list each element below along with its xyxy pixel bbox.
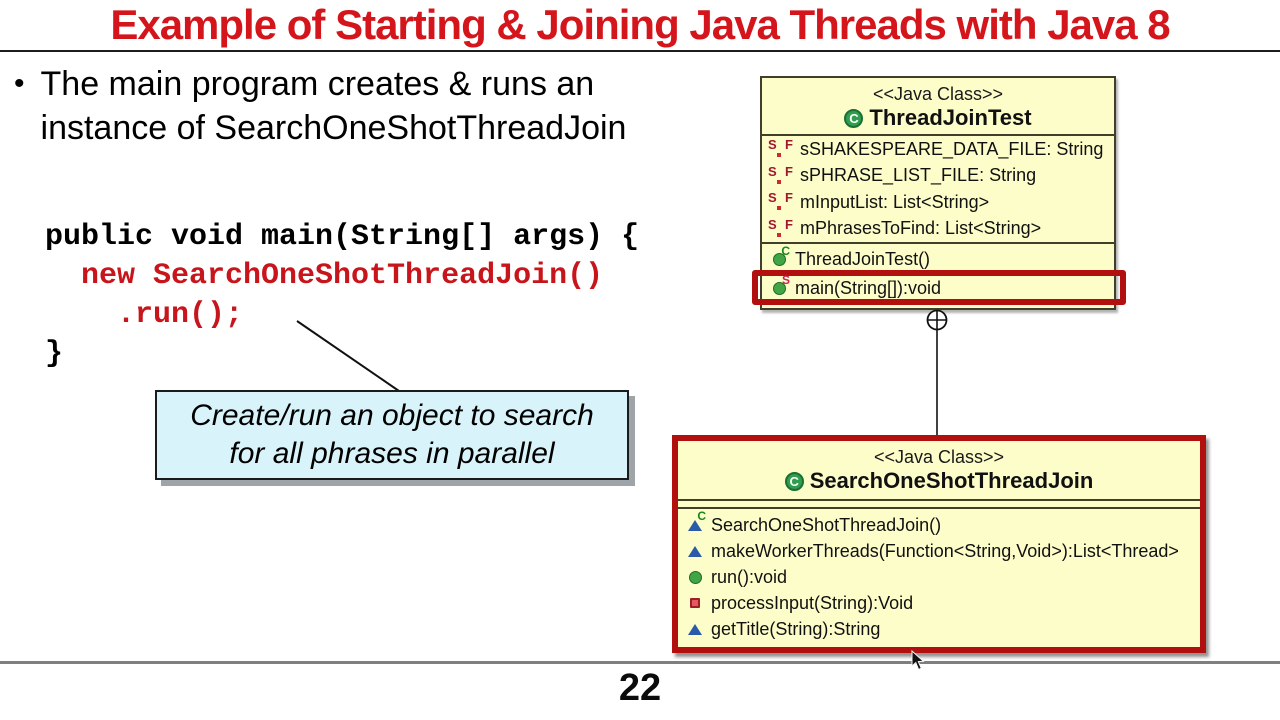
uml-class2-header: <<Java Class>> C SearchOneShotThreadJoin [678, 441, 1200, 501]
method-row-main: S main(String[]):void [752, 270, 1126, 305]
uml-class-searchoneshotthreadjoin: <<Java Class>> C SearchOneShotThreadJoin… [672, 435, 1206, 653]
uml-class1-name: ThreadJoinTest [869, 105, 1032, 130]
method-text: SearchOneShotThreadJoin() [711, 514, 942, 535]
callout-line-1: Create/run an object to search [190, 399, 594, 432]
uml-class2-name: SearchOneShotThreadJoin [809, 468, 1094, 493]
bullet-marker: • [14, 67, 25, 100]
uml-class1-stereotype: <<Java Class>> [872, 84, 1004, 104]
footer-divider [0, 661, 1280, 664]
private-method-icon [684, 595, 706, 611]
method-text: makeWorkerThreads(Function<String,Void>)… [711, 540, 1179, 561]
field-text: sSHAKESPEARE_DATA_FILE: String [800, 138, 1104, 159]
field-text: sPHRASE_LIST_FILE: String [800, 165, 1037, 186]
callout-box: Create/run an object to search for all p… [155, 390, 629, 480]
public-constructor-icon: C [768, 244, 790, 268]
field-text: mPhrasesToFind: List<String> [800, 218, 1042, 239]
uml-class1-methods: C ThreadJoinTest() S main(String[]):void [752, 244, 1126, 308]
page-number: 22 [618, 667, 662, 709]
method-row: C SearchOneShotThreadJoin() [678, 509, 1200, 538]
protected-method-icon [684, 543, 706, 559]
protected-constructor-icon: C [684, 509, 706, 533]
method-row: C ThreadJoinTest() [762, 244, 1114, 273]
uml-class2-empty-fields [678, 501, 1200, 509]
code-line-1: public void main(String[] args) { [45, 220, 640, 254]
bullet-text: The main program creates & runs an insta… [40, 65, 627, 147]
public-method-icon [684, 569, 706, 585]
method-text: run():void [711, 566, 788, 587]
java-class-icon: C [844, 108, 864, 128]
public-static-method-icon: S [768, 273, 790, 297]
protected-method-icon [684, 621, 706, 637]
method-text: processInput(String):Void [711, 592, 914, 613]
uml-class2-stereotype: <<Java Class>> [873, 447, 1005, 467]
method-row: processInput(String):Void [678, 590, 1200, 616]
code-line-3: .run(); [45, 298, 244, 332]
code-line-2: new SearchOneShotThreadJoin() [45, 259, 604, 293]
code-block: public void main(String[] args) { new Se… [45, 218, 639, 374]
uml-class2-methods: C SearchOneShotThreadJoin() makeWorkerTh… [678, 509, 1200, 642]
java-class-icon: C [784, 471, 804, 491]
field-text: mInputList: List<String> [800, 191, 990, 212]
uml-class1-header: <<Java Class>> C ThreadJoinTest [762, 78, 1114, 136]
bullet-item: • The main program creates & runs an ins… [14, 62, 654, 150]
method-text: getTitle(String):String [711, 618, 881, 639]
slide-title: Example of Starting & Joining Java Threa… [110, 1, 1170, 48]
aggregation-connector [926, 309, 948, 436]
method-row: getTitle(String):String [678, 616, 1200, 642]
code-line-4: } [45, 337, 64, 371]
method-row: makeWorkerThreads(Function<String,Void>)… [678, 538, 1200, 564]
method-text: main(String[]):void [795, 278, 942, 298]
method-row: run():void [678, 564, 1200, 590]
callout-line-2: for all phrases in parallel [229, 437, 555, 470]
title-underline [0, 50, 1280, 52]
method-text: ThreadJoinTest() [795, 249, 931, 269]
